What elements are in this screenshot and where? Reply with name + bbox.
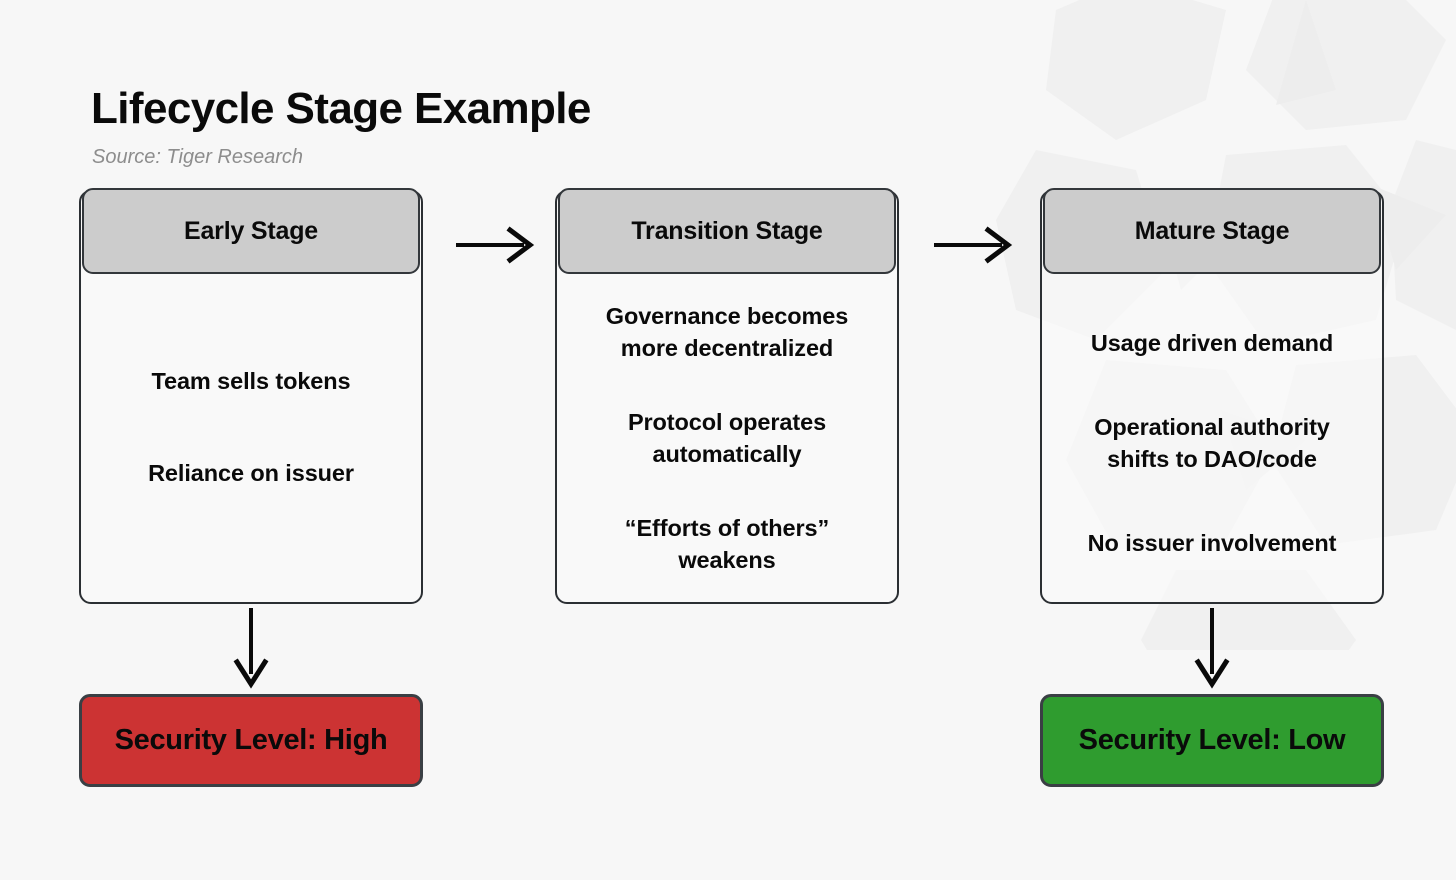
- stage-item: Team sells tokens: [151, 368, 351, 395]
- stage-card-mature[interactable]: Mature Stage Usage driven demand Operati…: [1040, 188, 1384, 604]
- arrow-right-icon: [934, 226, 1013, 264]
- stage-body-early: Team sells tokens Reliance on issuer: [79, 276, 423, 604]
- stage-header-mature: Mature Stage: [1043, 188, 1381, 274]
- stage-item: “Efforts of others” weakens: [624, 514, 830, 573]
- stage-body-transition: Governance becomes more decentralized Pr…: [555, 276, 899, 604]
- stage-card-transition[interactable]: Transition Stage Governance becomes more…: [555, 188, 899, 604]
- stage-header-transition: Transition Stage: [558, 188, 896, 274]
- status-badge-label: Security Level: Low: [1078, 724, 1346, 756]
- stage-item: Reliance on issuer: [148, 460, 354, 486]
- status-badge-label: Security Level: High: [114, 724, 388, 756]
- status-badge-security-high[interactable]: Security Level: High: [79, 694, 423, 787]
- stage-item: No issuer involvement: [1087, 529, 1337, 556]
- arrow-right-icon: [456, 226, 535, 264]
- stage-card-early[interactable]: Early Stage Team sells tokens Reliance o…: [79, 188, 423, 604]
- stage-header-label: Early Stage: [184, 216, 318, 245]
- stage-item: Governance becomes more decentralized: [605, 303, 849, 362]
- arrow-down-icon: [1194, 608, 1230, 689]
- arrow-down-icon: [233, 608, 269, 689]
- page-source: Source: Tiger Research: [92, 146, 304, 168]
- stage-item: Usage driven demand: [1090, 330, 1334, 357]
- stage-item: Protocol operates automatically: [627, 409, 827, 467]
- stage-header-label: Transition Stage: [631, 216, 823, 245]
- stage-body-mature: Usage driven demand Operational authorit…: [1040, 276, 1384, 604]
- page-title: Lifecycle Stage Example: [91, 84, 591, 133]
- status-badge-security-low[interactable]: Security Level: Low: [1040, 694, 1384, 787]
- stage-header-early: Early Stage: [82, 188, 420, 274]
- stage-item: Operational authority shifts to DAO/code: [1094, 414, 1330, 472]
- stage-header-label: Mature Stage: [1134, 216, 1290, 245]
